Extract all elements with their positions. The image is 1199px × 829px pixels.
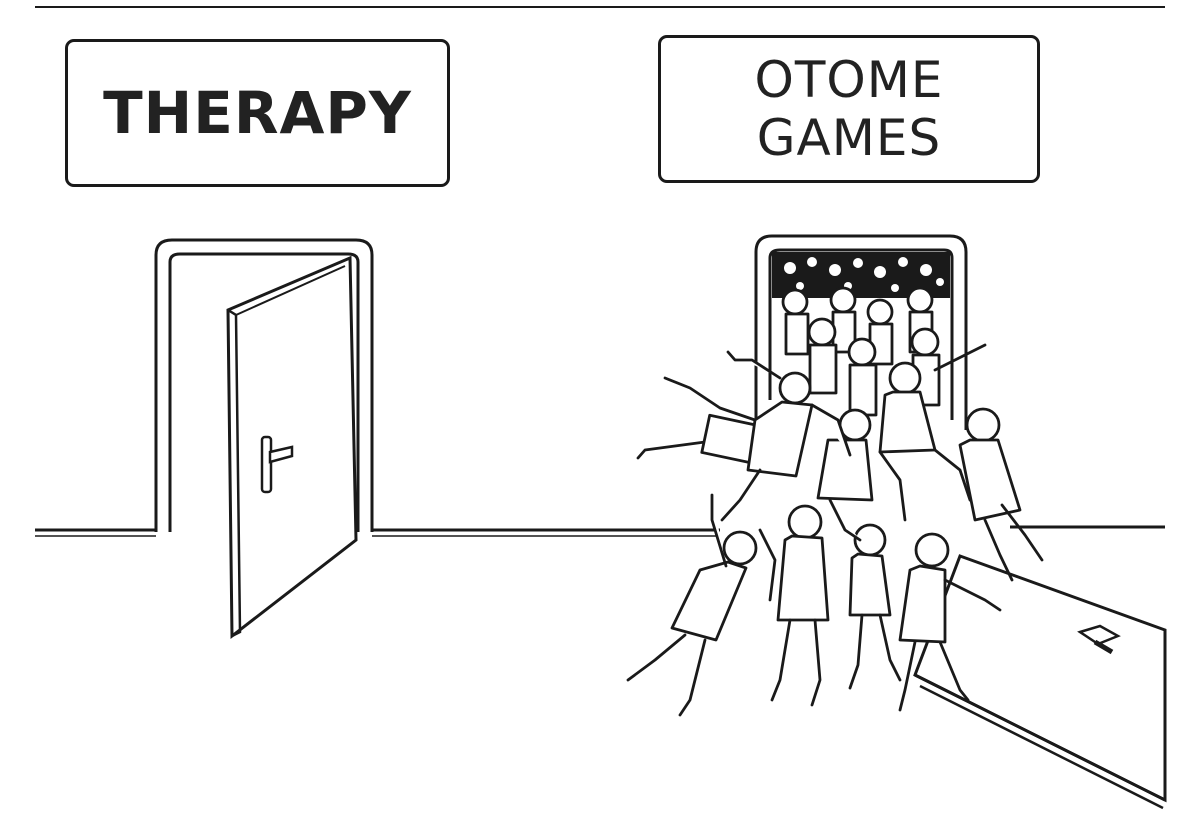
right-door-frame — [754, 234, 968, 430]
floor-line — [35, 525, 1165, 532]
therapy-sign: THERAPY — [65, 39, 450, 187]
left-door-frame — [154, 238, 374, 532]
door-handle-icon — [260, 435, 294, 494]
therapy-sign-label: THERAPY — [103, 79, 412, 147]
fallen-door — [913, 554, 1167, 810]
stick-figure-crowd — [626, 286, 1044, 717]
otome-games-sign: OTOME GAMES — [658, 35, 1040, 183]
otome-games-line-2: GAMES — [756, 109, 942, 167]
otome-games-line-1: OTOME — [754, 51, 944, 109]
